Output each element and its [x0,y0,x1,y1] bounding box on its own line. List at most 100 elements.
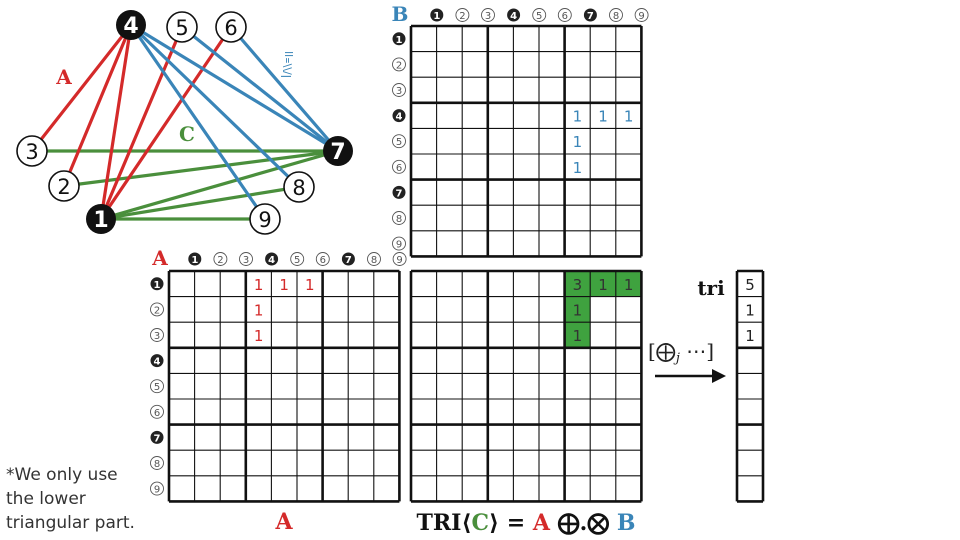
b-col-label-1-disc [430,8,444,22]
b-col-label-5-ring [532,8,547,22]
a-row-label-6-ring [150,404,164,419]
b-row-label-9-num: 9 [396,240,402,251]
a-col-label-3-ring [239,252,253,266]
a-col-label-5-ring [290,252,305,266]
a-col-label-1-num: 1 [191,255,198,266]
b-cell-value-6-7: 1 [573,159,583,177]
tri-vector-value-1: 5 [745,276,755,294]
reduction-label: [⨁j ⋯] [648,339,714,366]
a-col-label-6-ring [315,252,330,266]
b-row-label-9: 9 [392,236,406,251]
a-edge-6-1 [99,25,233,221]
node-6-number: 6 [224,16,237,40]
node-6-ring [215,11,247,43]
b-col-label-7: 7 [583,8,597,22]
a-row-label-1-num: 1 [154,280,161,291]
a-col-label-1-disc [188,252,202,266]
b-edge-4-9 [129,23,267,221]
c-cell-value-1-8: 1 [598,276,608,294]
b-col-label-8-ring [609,8,623,22]
b-row-label-2-num: 2 [396,60,402,71]
b-row-label-7: 7 [392,185,406,199]
a-row-label-4-disc [150,354,164,368]
c-cell-bg-1-7 [564,271,591,297]
formula-part-6: ⨁.⨂ [550,510,617,536]
c-edge-1-8 [99,185,301,221]
b-cell-value-5-7: 1 [573,133,583,151]
a-row-label-3-num: 3 [154,331,160,342]
reduction-op: [⨁ [648,339,676,363]
note-line-1: *We only use [6,465,118,485]
tri-vector: 511 [735,269,765,503]
a-edge-4-1 [99,23,133,221]
a-matrix-bottom-label: A [274,509,293,535]
a-col-label-5-num: 5 [294,255,300,266]
graph-node-1: 1 [86,204,116,234]
a-row-label-9: 9 [150,481,164,496]
a-col-label-3-num: 3 [243,255,249,266]
reduction-arrow-head [712,369,726,383]
formula-part-7: B [617,510,636,536]
b-col-label-9-ring [634,8,649,22]
graph-node-6: 6 [215,11,247,43]
note-line-3: triangular part. [6,513,135,533]
graph-node-4: 4 [116,10,146,40]
a-col-label-2: 2 [213,252,228,266]
a-edge-5-1 [99,25,184,221]
node-2-number: 2 [57,175,70,199]
node-2-ring [48,170,80,202]
a-cell-value-1-4: 1 [254,276,264,294]
b-col-label-3-num: 3 [485,11,491,22]
a-col-label-3: 3 [239,252,253,266]
a-col-label-9-ring [392,252,407,266]
b-row-label-6: 6 [392,159,406,174]
node-7-number: 7 [330,140,345,165]
a-col-label-8: 8 [367,252,381,266]
c-cell-value-3-7: 1 [573,327,583,345]
b-col-label-4-disc [507,8,521,22]
a-cell-value-1-6: 1 [305,276,315,294]
b-row-label-2-ring [392,57,406,72]
a-row-label-8-ring [150,456,164,470]
a-col-label-6: 6 [315,252,330,266]
c-cell-value-1-9: 1 [624,276,634,294]
b-col-label-9: 9 [634,8,649,22]
b-row-label-1-num: 1 [396,35,403,46]
node-9-ring [249,203,281,235]
a-edge-4-3 [30,23,133,153]
b-row-label-7-num: 7 [396,188,403,199]
a-row-label-5-ring [150,379,164,394]
b-edge-4-8 [129,23,301,189]
a-row-label-1: 1 [150,277,164,291]
a-col-label-4: 4 [265,252,279,266]
a-col-label-6-num: 6 [320,255,326,266]
b-col-label-6: 6 [557,8,572,22]
a-row-label-2-ring [150,302,164,317]
a-col-label-2-ring [213,252,228,266]
b-col-label-6-num: 6 [562,11,568,22]
b-edge-6-7 [229,25,340,153]
formula-part-3: ⟩ [489,510,499,536]
b-row-label-4-disc [392,109,406,123]
formula-part-5: A [532,510,551,536]
graph-edges [30,23,340,221]
a-col-label-5: 5 [290,252,305,266]
a-row-label-9-num: 9 [154,485,160,496]
a-col-label-7-num: 7 [345,255,352,266]
b-row-label-8: 8 [392,211,406,225]
c-cell-value-1-7: 3 [573,276,583,294]
a-row-label-7-num: 7 [154,433,161,444]
formula-part-1: ⟨ [461,510,471,536]
a-row-label-5-num: 5 [154,382,160,393]
a-col-label-4-num: 4 [268,255,275,266]
node-8-ring [283,171,315,203]
a-col-label-2-num: 2 [217,255,223,266]
b-col-label-6-ring [557,8,572,22]
